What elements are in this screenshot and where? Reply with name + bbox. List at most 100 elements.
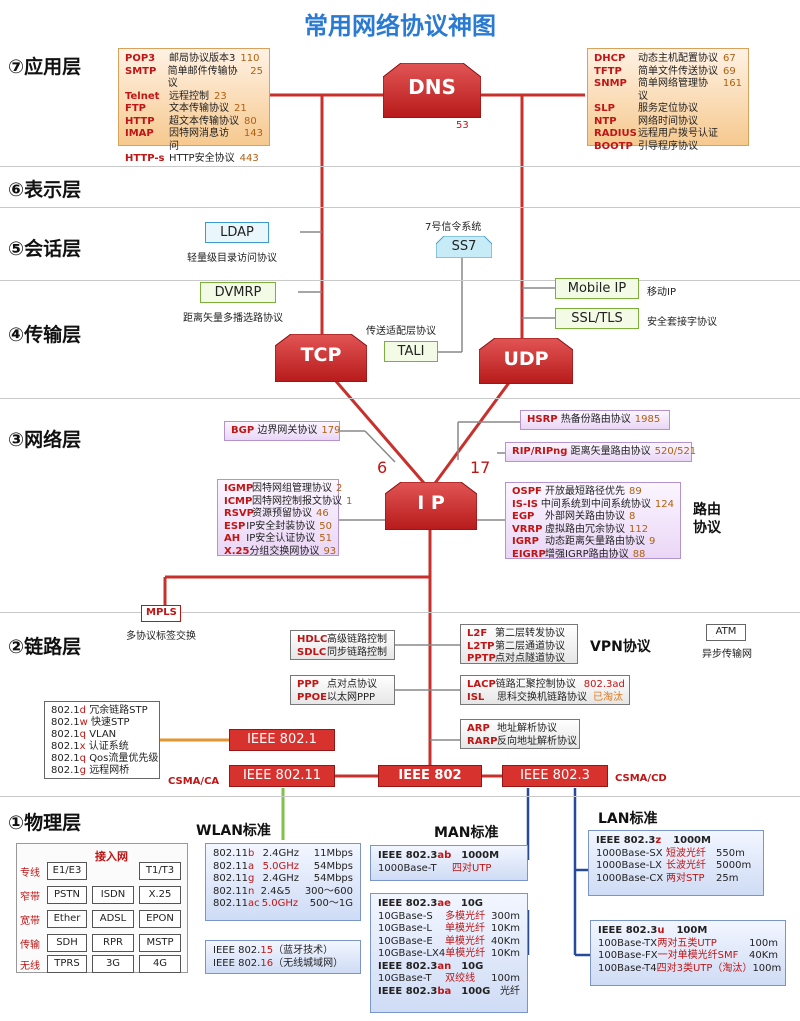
- tali-box: TALI: [384, 341, 438, 362]
- access-item: T1/T3: [139, 862, 181, 880]
- access-item: TPRS: [47, 955, 87, 973]
- access-item: ADSL: [92, 910, 134, 928]
- mpls-desc: 多协议标签交换: [126, 631, 196, 642]
- mobileip-box: Mobile IP: [555, 278, 639, 299]
- access-item: ISDN: [92, 886, 134, 904]
- access-title: 接入网: [95, 850, 128, 863]
- layer-divider: [0, 398, 800, 399]
- tcp-shape: [275, 334, 367, 382]
- tcp-protocol-number: 6: [377, 458, 388, 477]
- csmaca-label: CSMA/CA: [168, 776, 220, 787]
- layer-label-application: ⑦应用层: [8, 56, 82, 78]
- dns-shape: [383, 63, 481, 118]
- ldap-box: LDAP: [205, 222, 269, 243]
- dvmrp-box: DVMRP: [200, 282, 276, 303]
- layer-label-transport: ④传输层: [8, 324, 82, 346]
- access-item: 4G: [139, 955, 181, 973]
- csmacd-label: CSMA/CD: [615, 773, 667, 784]
- access-item: RPR: [92, 934, 134, 952]
- tali-desc: 传送适配层协议: [366, 326, 436, 337]
- wlan-title: WLAN标准: [196, 823, 271, 839]
- layer-label-presentation: ⑥表示层: [8, 179, 82, 201]
- layer-divider: [0, 612, 800, 613]
- ieee80211-node: IEEE 802.11: [229, 765, 335, 787]
- routing-label-2: 协议: [693, 520, 721, 536]
- layer-label-network: ③网络层: [8, 429, 82, 451]
- ieee802-node: IEEE 802: [378, 765, 482, 787]
- layer-label-link: ②链路层: [8, 636, 82, 658]
- tcp-node: TCP: [275, 334, 367, 382]
- man-title: MAN标准: [434, 825, 499, 841]
- ip-shape: [385, 482, 477, 530]
- ss7-shape: [436, 236, 492, 258]
- access-item: MSTP: [139, 934, 181, 952]
- atm-desc: 异步传输网: [702, 649, 752, 660]
- ieee8021-node: IEEE 802.1: [229, 729, 335, 751]
- mobileip-desc: 移动IP: [647, 287, 676, 298]
- mpls-box: MPLS: [141, 605, 181, 622]
- vpn-label: VPN协议: [590, 639, 651, 655]
- layer-divider: [0, 796, 800, 797]
- access-item: X.25: [139, 886, 181, 904]
- page-title: 常用网络协议神图: [304, 12, 496, 40]
- access-item: PSTN: [47, 886, 87, 904]
- dns-port: 53: [456, 120, 469, 131]
- ss7-desc: 7号信令系统: [425, 222, 482, 233]
- ssl-desc: 安全套接字协议: [647, 317, 717, 328]
- dns-node: DNS: [383, 63, 481, 118]
- access-item: 3G: [92, 955, 134, 973]
- layer-divider: [0, 166, 800, 167]
- ssl-box: SSL/TLS: [555, 308, 639, 329]
- lan-title: LAN标准: [598, 811, 658, 827]
- udp-shape: [479, 338, 573, 384]
- udp-node: UDP: [479, 338, 573, 384]
- access-item: Ether: [47, 910, 87, 928]
- atm-box: ATM: [706, 624, 746, 641]
- layer-divider: [0, 207, 800, 208]
- layer-divider: [0, 280, 800, 281]
- layer-label-session: ⑤会话层: [8, 238, 82, 260]
- layer-label-physical: ①物理层: [8, 812, 82, 834]
- dvmrp-desc: 距离矢量多播选路协议: [183, 313, 283, 324]
- ldap-desc: 轻量级目录访问协议: [187, 253, 277, 264]
